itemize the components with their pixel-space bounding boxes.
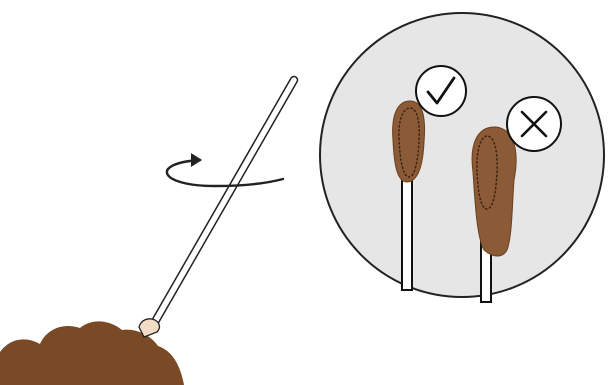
correct-swab-cotton-outline: [398, 107, 420, 178]
correct-swab: [392, 100, 426, 291]
x-circle-icon: [506, 96, 562, 152]
check-circle-icon: [415, 65, 467, 117]
magnifier-circle: [319, 12, 605, 298]
magnified-view: [319, 12, 605, 303]
correct-swab-stool: [392, 100, 426, 183]
incorrect-swab-cotton-outline: [476, 135, 498, 210]
stool-sample: [0, 321, 184, 385]
swab-tip: [138, 318, 161, 338]
incorrect-swab-stool: [471, 126, 517, 257]
rotate-arrow-icon: [165, 153, 285, 188]
incorrect-swab: [471, 126, 517, 303]
swab: [138, 75, 299, 338]
